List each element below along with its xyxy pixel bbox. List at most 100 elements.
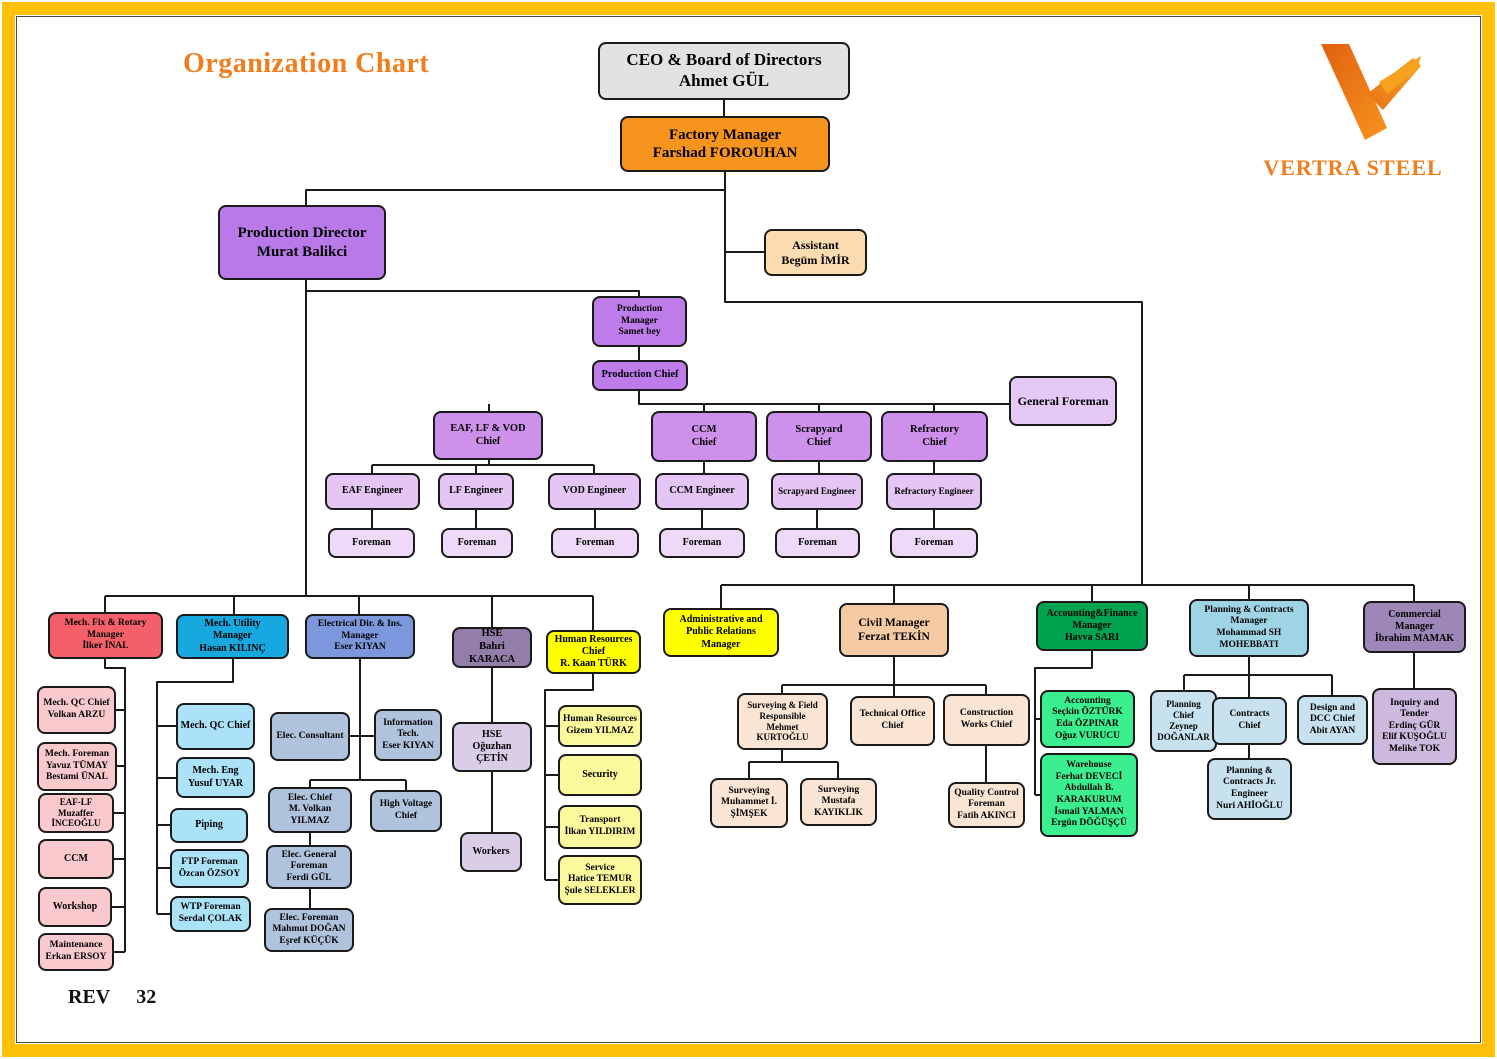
org-node-general-foreman: General Foreman <box>1009 376 1117 426</box>
org-node-label: Workers <box>472 845 510 857</box>
org-node-label: Muzaffer <box>58 807 94 818</box>
org-node-label: Manager <box>213 630 252 642</box>
org-node-label: Ferhat DEVECİ <box>1055 771 1123 782</box>
org-node-label: Inquiry and <box>1390 697 1439 708</box>
org-node-label: Mech. Utility <box>204 618 261 630</box>
org-node-label: General Foreman <box>1017 393 1109 408</box>
org-node-label: Human Resources <box>554 633 633 645</box>
org-node-label: Accounting&Finance <box>1046 607 1138 619</box>
company-name: VERTRA STEEL <box>1263 155 1443 180</box>
org-node-label: Oğuz VURUCU <box>1054 730 1120 741</box>
page-title: Organization Chart <box>183 48 430 79</box>
org-node-label: Works Chief <box>960 720 1013 730</box>
org-node-label: Eda ÖZPINAR <box>1056 719 1119 729</box>
org-node-ccm-engineer: CCM Engineer <box>655 473 749 510</box>
org-node-label: Manager <box>621 315 658 326</box>
org-node-label: DCC Chief <box>1309 714 1356 725</box>
vertra-v-logo-icon <box>1321 44 1421 140</box>
org-node-foreman-refractory: Foreman <box>890 528 978 558</box>
connector <box>305 189 725 205</box>
org-node-label: Mech. Foreman <box>44 749 110 760</box>
org-node-label: Mehmet <box>766 721 799 732</box>
org-node-label: HSE <box>481 728 502 740</box>
org-node-label: EAF, LF & VOD <box>450 422 526 434</box>
org-node-label: İbrahim MAMAK <box>1374 633 1455 645</box>
org-node-label: Planning <box>1166 699 1201 710</box>
org-node-label: Foreman <box>682 536 722 548</box>
org-node-label: Farshad FOROUHAN <box>652 145 798 161</box>
org-node-label: İsmail YALMAN <box>1054 806 1124 817</box>
org-node-foreman-ccm: Foreman <box>659 528 745 558</box>
org-node-label: Manager <box>1230 616 1268 627</box>
org-node-label: Tender <box>1400 709 1429 720</box>
org-node-label: Begüm İMİR <box>781 252 850 267</box>
connector <box>306 290 640 296</box>
org-node-foreman-eaf: Foreman <box>328 528 415 558</box>
org-node-label: LF Engineer <box>449 485 503 497</box>
org-node-label: R. Kaan TÜRK <box>560 658 627 670</box>
org-node-scrapyard-engineer: Scrapyard Engineer <box>771 473 863 510</box>
org-node-label: Zeynep <box>1169 721 1198 731</box>
org-node-label: Mech. Fix & Rotary <box>64 618 147 629</box>
org-node-label: Nuri AHİOĞLU <box>1216 800 1283 811</box>
org-node-label: Chief <box>881 721 904 731</box>
org-node-label: Security <box>582 768 618 780</box>
org-node-label: Responsible <box>759 710 806 721</box>
org-node-label: İNCEOĞLU <box>51 818 101 829</box>
org-node-label: Tech. <box>397 729 419 740</box>
org-node-label: Mohammad SH <box>1216 628 1282 638</box>
org-node-label: Elec. Consultant <box>276 730 344 741</box>
org-node-label: Production Director <box>237 225 367 242</box>
org-node-label: Human Resources <box>563 714 637 725</box>
org-node-label: Service <box>585 862 615 873</box>
org-node-label: Mech. QC Chief <box>43 698 110 709</box>
org-node-label: Foreman <box>968 799 1005 810</box>
org-node-piping: Piping <box>170 808 248 843</box>
org-node-label: Design and <box>1309 702 1356 713</box>
org-node-label: Erkan ERSOY <box>45 952 107 962</box>
org-node-label: CCM Engineer <box>669 485 735 497</box>
org-node-label: CEO & Board of Directors <box>626 50 822 70</box>
org-node-label: Civil Manager <box>858 616 930 629</box>
org-node-label: Oğuzhan ÇETİN <box>472 740 512 765</box>
org-node-label: Eşref KÜÇÜK <box>279 935 339 946</box>
org-node-label: Chief <box>691 436 717 448</box>
org-node-label: Planning & <box>1226 765 1273 776</box>
org-node-label: Factory Manager <box>668 126 782 143</box>
org-node-label: ŞİMŞEK <box>730 808 768 819</box>
rev-label: REV <box>68 986 111 1008</box>
org-node-label: Contracts <box>1229 709 1270 720</box>
org-node-label: Electrical Dir. & Ins. <box>317 619 403 630</box>
org-node-label: Foreman <box>352 536 391 548</box>
org-node-label: Chief <box>1238 721 1261 731</box>
org-node-label: Eser KIYAN <box>334 642 386 653</box>
org-node-label: WTP Foreman <box>180 902 241 913</box>
org-node-workers: Workers <box>460 832 522 872</box>
org-node-lf-engineer: LF Engineer <box>438 473 514 510</box>
org-node-production-chief: Production Chief <box>592 360 688 391</box>
connector <box>544 674 594 880</box>
org-node-label: Ahmet GÜL <box>678 71 770 90</box>
org-node-label: Abdullah B. <box>1064 783 1114 794</box>
org-node-label: Foreman <box>457 536 497 548</box>
org-node-label: Piping <box>195 819 223 831</box>
